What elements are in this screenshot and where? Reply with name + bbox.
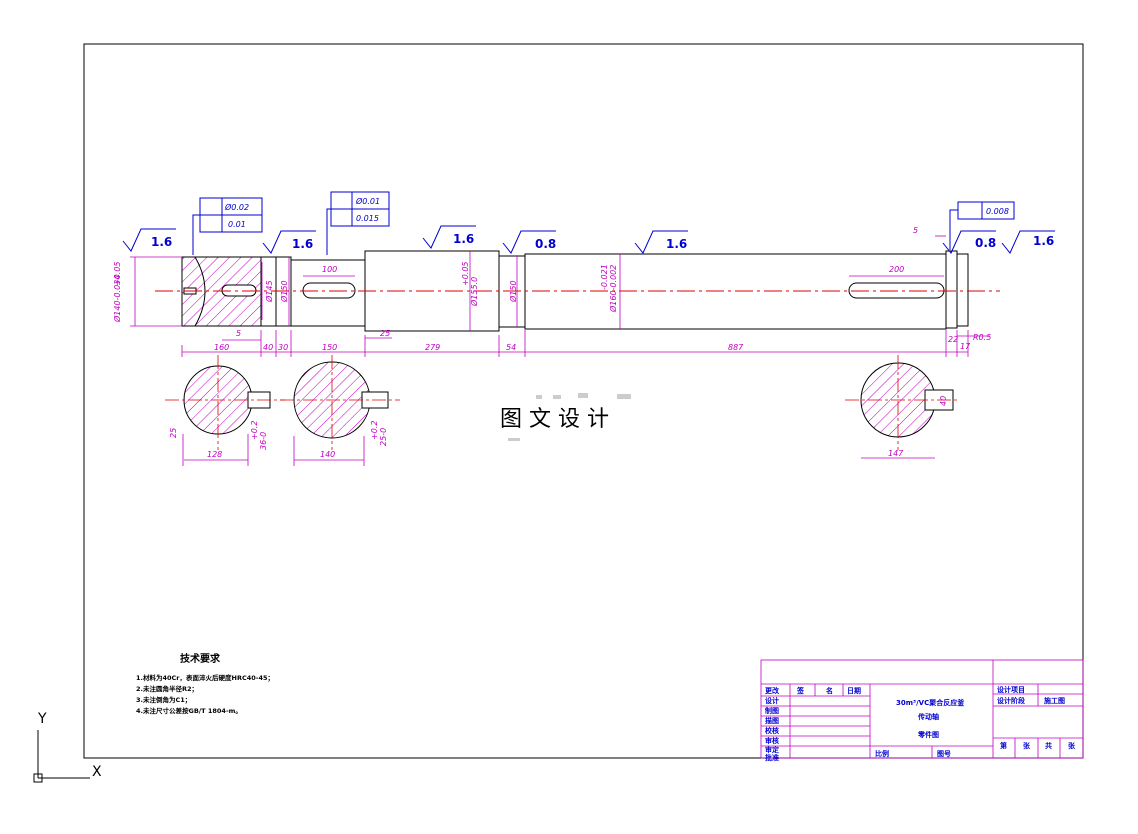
surface-finish-symbols [122, 225, 1055, 254]
title-block [760, 659, 1084, 759]
tolerance-frames [192, 191, 1015, 255]
section-views [165, 355, 960, 466]
dimension-lines [130, 235, 990, 357]
drawing-border [83, 43, 1084, 759]
ucs-axis-icon [33, 730, 90, 783]
watermark-ghost [508, 393, 631, 441]
